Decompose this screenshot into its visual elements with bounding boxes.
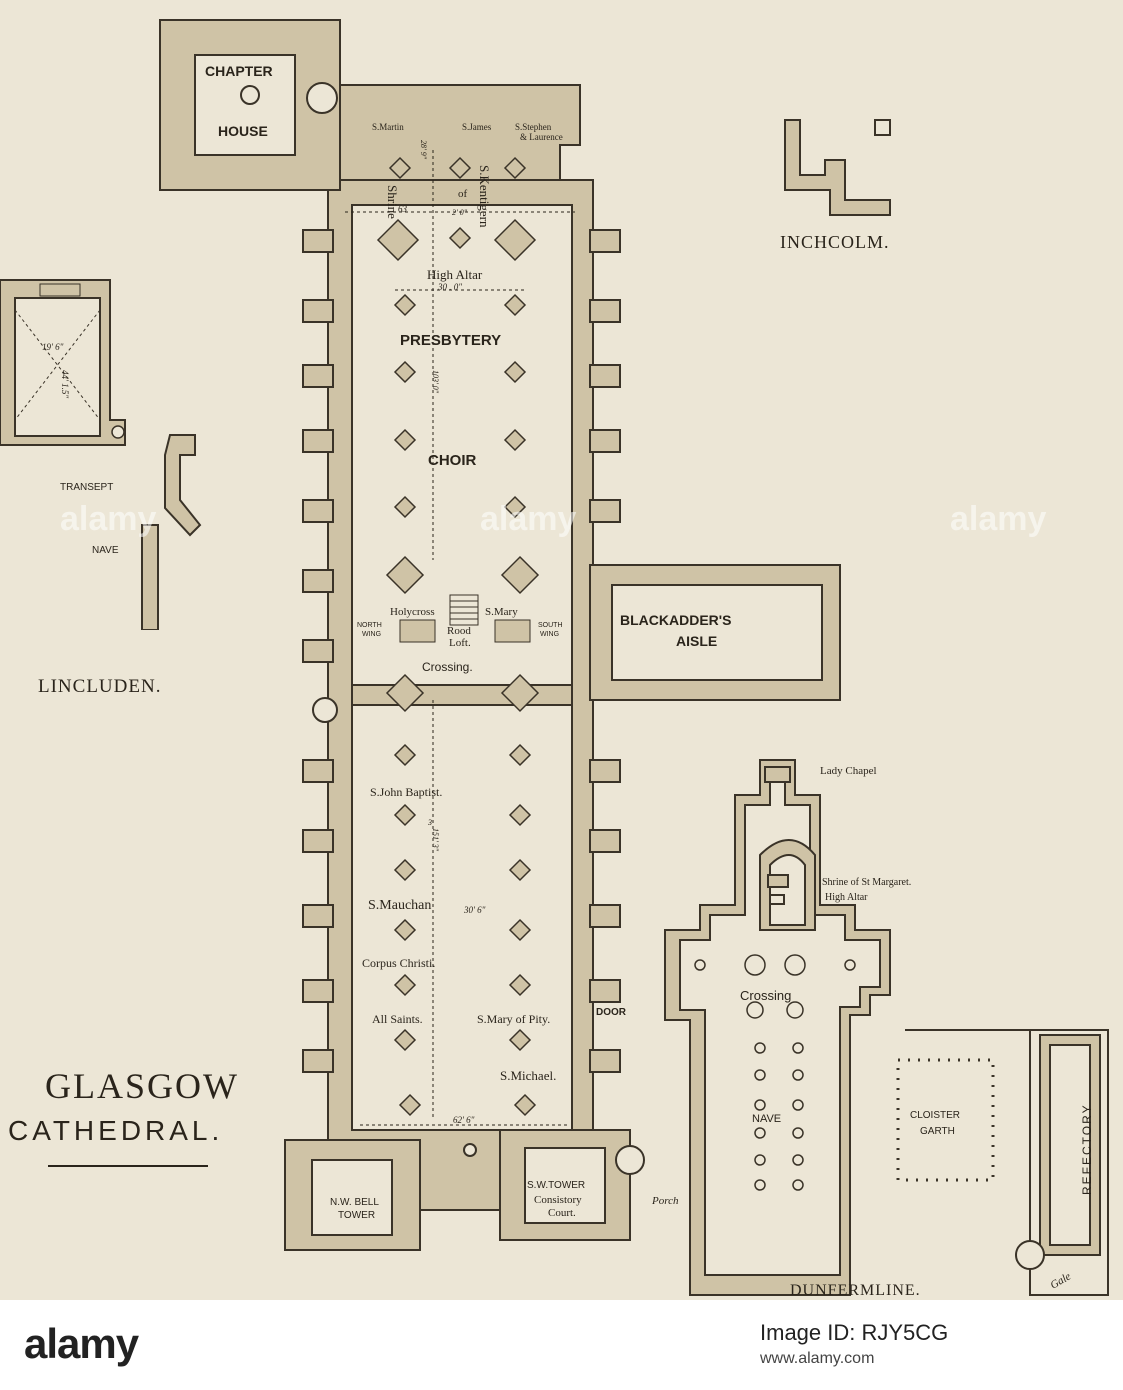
south-wing-2: WING: [540, 631, 560, 638]
south-wing-1: SOUTH: [538, 622, 563, 629]
altar-stephen: S.Stephen: [515, 122, 552, 132]
altar-laurence: & Laurence: [520, 132, 563, 142]
glasgow-subtitle: CATHEDRAL.: [8, 1115, 224, 1146]
nw-tower-label-1: N.W. BELL: [330, 1197, 379, 1208]
michael-label: S.Michael.: [500, 1068, 557, 1083]
porch-label: Porch: [652, 1195, 679, 1207]
margaret-shrine-label: Shrine of St Margaret.: [822, 877, 912, 888]
image-id: Image ID: RJY5CG: [760, 1320, 949, 1345]
door-label: DOOR: [596, 1007, 626, 1018]
lincluden-title: LINCLUDEN.: [38, 676, 162, 697]
glasgow-piers: [376, 156, 540, 1117]
lincluden-dim-44: 44' 1.5": [60, 370, 70, 399]
all-saints-label: All Saints.: [372, 1012, 423, 1026]
chapter-house-label-2: HOUSE: [218, 123, 268, 139]
kentigern-label: S.Kentigern: [477, 165, 492, 228]
corpus-christi-label: Corpus Christi.: [362, 956, 436, 970]
lincluden-dim-19: 19' 6": [42, 342, 64, 352]
plan-drawing: [159, 19, 841, 1251]
smary-label: S.Mary: [485, 606, 518, 618]
altar-martin: S.Martin: [372, 122, 404, 132]
site-url[interactable]: www.alamy.com: [760, 1350, 875, 1367]
brand-logo[interactable]: alamy: [24, 1320, 139, 1367]
sw-tower-label-1: S.W.TOWER: [527, 1180, 586, 1191]
rood-loft-steps: [399, 594, 531, 643]
glasgow-title: GLASGOW: [45, 1066, 239, 1106]
lincluden-nave: NAVE: [92, 545, 119, 556]
plan-sheet: GLASGOW CATHEDRAL. CHAPTER HOUSE S.Marti…: [0, 19, 1109, 1299]
north-wing-2: WING: [362, 631, 382, 638]
title-rule: [48, 1165, 208, 1167]
mary-pity-label: S.Mary of Pity.: [477, 1012, 551, 1026]
inchcolm-title: INCHCOLM.: [780, 232, 890, 252]
dimension-lines: [345, 150, 575, 1126]
glasgow-plan: [159, 19, 841, 1251]
lincluden-transept: TRANSEPT: [60, 482, 114, 493]
choir-label: CHOIR: [428, 452, 477, 469]
john-baptist-label: S.John Baptist.: [370, 785, 443, 799]
dim-30: 30 . 0": [438, 282, 463, 292]
dim-103: 103' 0": [431, 370, 440, 394]
crossing-label: Crossing.: [422, 660, 473, 674]
presbytery-label: PRESBYTERY: [400, 332, 502, 349]
blackadder-label-1: BLACKADDER'S: [620, 612, 732, 628]
dunfermline-plan: [664, 759, 1109, 1296]
watermark: alamy: [60, 500, 157, 538]
sw-tower-label-3: Court.: [548, 1207, 576, 1219]
rood-loft-1: Rood: [447, 625, 471, 637]
refectory-label: REFECTORY: [1080, 1103, 1094, 1195]
nw-tower-label-2: TOWER: [338, 1210, 376, 1221]
sw-tower-label-2: Consistory: [534, 1194, 582, 1206]
dim-62: 62' 6": [453, 1115, 475, 1125]
chapter-house-label-1: CHAPTER: [205, 63, 273, 79]
north-wing-1: NORTH: [357, 622, 382, 629]
dunfermline-crossing: Crossing: [740, 988, 792, 1003]
dim-30b: 30' 6": [464, 905, 486, 915]
inchcolm-plan: [784, 119, 891, 216]
lady-chapel-label: Lady Chapel: [820, 765, 877, 777]
holycross-label: Holycross: [390, 606, 435, 618]
dim-2: 2' 0": [452, 208, 468, 217]
altar-james: S.James: [462, 122, 492, 132]
dunfermline-nave: NAVE: [752, 1113, 782, 1125]
dim-3: 3: [428, 818, 432, 827]
cloister-label-1: CLOISTER: [910, 1110, 961, 1121]
dim-63: 63: [398, 204, 407, 214]
stock-footer: alamy Image ID: RJY5CG www.alamy.com: [0, 1300, 1123, 1390]
dim-28: 28' 9": [419, 140, 428, 160]
dunfermline-title: DUNFERMLINE.: [790, 1282, 921, 1299]
high-altar-label: High Altar: [427, 267, 483, 282]
blackadder-label-2: AISLE: [676, 633, 718, 649]
watermark: alamy: [480, 500, 577, 538]
mauchan-label: S.Mauchan: [368, 898, 432, 913]
shrine-of-label: of: [458, 188, 468, 200]
dim-151: 151' 3": [431, 828, 440, 852]
watermark: alamy: [950, 500, 1047, 538]
rood-loft-2: Loft.: [449, 637, 471, 649]
lincluden-plan: [0, 279, 202, 630]
cloister-label-2: GARTH: [920, 1126, 955, 1137]
dunfermline-high-altar: High Altar: [825, 892, 868, 903]
